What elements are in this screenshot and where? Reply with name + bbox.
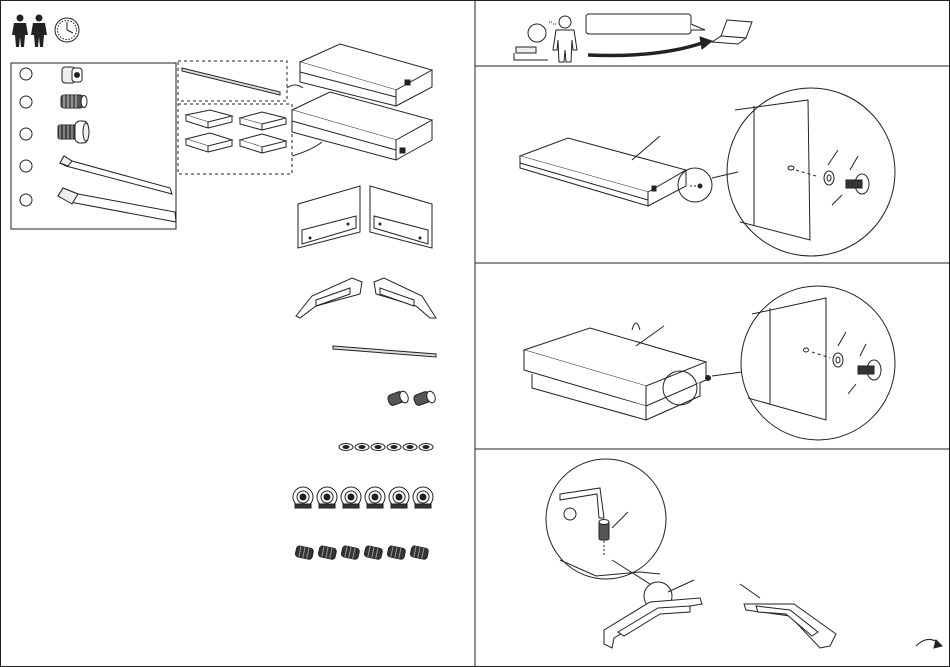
knob-nut-row	[293, 487, 433, 508]
washer-icon	[387, 444, 401, 451]
arrow-icon	[287, 85, 303, 88]
laptop-icon	[712, 20, 752, 44]
small-allen-key-icon	[60, 156, 172, 194]
threaded-bolt-icon	[364, 545, 383, 559]
clock-icon	[55, 18, 79, 42]
washer-icon	[339, 444, 353, 451]
allen-key-icon	[560, 488, 604, 518]
washer-icon	[355, 444, 369, 451]
knob-nut-icon	[317, 487, 337, 508]
arrow-icon	[292, 142, 322, 156]
step-number-badge	[564, 508, 576, 520]
frame-assembly-icon	[604, 580, 836, 648]
threaded-bolt-row	[295, 545, 429, 559]
foam-pad-icon	[186, 110, 286, 153]
hex-bolt-icon	[58, 121, 89, 143]
threaded-insert-icon	[61, 95, 87, 108]
large-allen-key-icon	[58, 188, 176, 222]
washer-row	[339, 444, 433, 451]
washer-icon	[371, 444, 385, 451]
arrow-icon	[588, 42, 705, 55]
cap-nut-icon	[387, 390, 437, 406]
tools-box-numbers	[20, 68, 32, 206]
arrow-head	[700, 37, 712, 49]
detail-circle	[727, 88, 895, 256]
speech-bubble-tail	[691, 24, 705, 30]
knob-nut-icon	[413, 487, 433, 508]
cap-nut-icon	[62, 67, 82, 83]
knob-nut-icon	[293, 487, 313, 508]
long-rod-icon	[333, 346, 436, 357]
threaded-bolt-icon	[599, 512, 628, 556]
washer-icon	[824, 171, 834, 185]
two-person-icon	[12, 15, 47, 48]
threaded-bolt-icon	[295, 545, 314, 559]
threaded-bolt-icon	[318, 545, 337, 559]
bracket-icon	[296, 278, 436, 318]
page-turn-arrowhead	[934, 640, 942, 648]
detail-leader	[712, 372, 742, 376]
detail-panel	[735, 100, 816, 240]
frame-detail-edge	[560, 560, 660, 576]
knob-nut-icon	[846, 174, 869, 194]
washer-icon	[833, 353, 843, 367]
box-assembly-icon	[520, 136, 686, 206]
detail-leader	[712, 172, 738, 178]
threaded-bolt-icon	[387, 545, 406, 559]
rod-icon	[182, 68, 280, 95]
speech-bubble	[586, 14, 691, 34]
person-icon	[514, 16, 577, 62]
detail-panel	[748, 298, 830, 420]
threaded-bolt-icon	[341, 545, 360, 559]
washer-icon	[419, 444, 433, 451]
knob-nut-icon	[365, 487, 385, 508]
headboard-panel-icon	[298, 186, 432, 248]
knob-nut-icon	[341, 487, 361, 508]
threaded-bolt-icon	[410, 545, 429, 559]
knob-nut-icon	[858, 360, 881, 380]
detail-circle	[546, 459, 666, 579]
mattress-box-icon	[292, 92, 432, 160]
washer-icon	[403, 444, 417, 451]
knob-nut-icon	[389, 487, 409, 508]
